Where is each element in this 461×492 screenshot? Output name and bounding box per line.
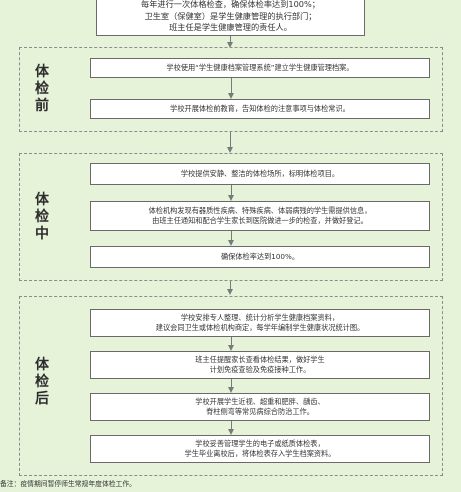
policy-summary-box: 每年进行一次体格检查，确保体检率达到100%； 卫生室（保健室）是学生健康管理的… bbox=[96, 0, 365, 36]
connector-arrow bbox=[228, 345, 234, 351]
step-pre-exam-education: 学校开展体检前教育，告知体检的注意事项与体检常识。 bbox=[90, 99, 430, 119]
policy-line-2: 卫生室（保健室）是学生健康管理的执行部门； bbox=[144, 10, 317, 21]
step-report-special-conditions: 体检机构发现有器质性疾病、特殊疾病、体弱病残的学生需提供信息， 由班主任通知和配… bbox=[90, 201, 430, 231]
connector-arrow bbox=[228, 195, 234, 201]
connector-line bbox=[231, 421, 232, 431]
policy-line-3: 班主任是学生健康管理的责任人。 bbox=[169, 22, 292, 32]
phase-during-exam: 体检中 学校提供安静、整洁的体检场所，标明体检项目。 体检机构发现有器质性疾病、… bbox=[19, 153, 443, 281]
connector-line bbox=[231, 78, 232, 95]
connector-line bbox=[230, 132, 231, 149]
step-provide-exam-venue: 学校提供安静、整洁的体检场所，标明体检项目。 bbox=[90, 163, 430, 185]
connector-arrow bbox=[227, 147, 233, 153]
connector-arrow bbox=[227, 289, 233, 295]
connector-line bbox=[231, 379, 232, 389]
connector-arrow bbox=[227, 42, 233, 48]
step-ensure-exam-rate: 确保体检率达到100%。 bbox=[90, 246, 430, 268]
connector-line bbox=[231, 185, 232, 197]
step-analyze-health-records: 学校安排专人整理、统计分析学生健康档案资料， 建议会同卫生或体检机构商定，每学年… bbox=[90, 309, 430, 337]
phase-label-before: 体检前 bbox=[35, 64, 49, 114]
footnote: 备注：疫情期间暂停师生常规年度体检工作。 bbox=[0, 480, 136, 488]
step-manage-exam-forms: 学校妥善管理学生的电子或纸质体检表， 学生毕业离校后，将体检表存入学生档案资料。 bbox=[90, 435, 430, 463]
step-create-health-archive: 学校使用“学生健康档案管理系统”建立学生健康管理档案。 bbox=[90, 58, 430, 78]
step-notify-parents-results: 班主任提醒家长查看体检结果，做好学生 计划免疫查验及免疫接种工作。 bbox=[90, 351, 430, 379]
connector-arrow bbox=[228, 240, 234, 246]
step-disease-prevention: 学校开展学生近视、超重和肥胖、龋齿、 脊柱侧弯等常见病综合防治工作。 bbox=[90, 393, 430, 421]
connector-arrow bbox=[228, 93, 234, 99]
phase-after-exam: 体检后 学校安排专人整理、统计分析学生健康档案资料， 建议会同卫生或体检机构商定… bbox=[19, 296, 443, 476]
connector-line bbox=[231, 337, 232, 347]
connector-line bbox=[231, 231, 232, 242]
policy-line-1: 每年进行一次体格检查，确保体检率达到100%； bbox=[141, 0, 320, 9]
connector-line bbox=[230, 281, 231, 292]
connector-arrow bbox=[228, 429, 234, 435]
connector-arrow bbox=[228, 387, 234, 393]
phase-label-after: 体检后 bbox=[35, 357, 49, 407]
phase-label-during: 体检中 bbox=[35, 192, 49, 242]
connector-line bbox=[230, 36, 231, 45]
phase-before-exam: 体检前 学校使用“学生健康档案管理系统”建立学生健康管理档案。 学校开展体检前教… bbox=[19, 47, 443, 132]
